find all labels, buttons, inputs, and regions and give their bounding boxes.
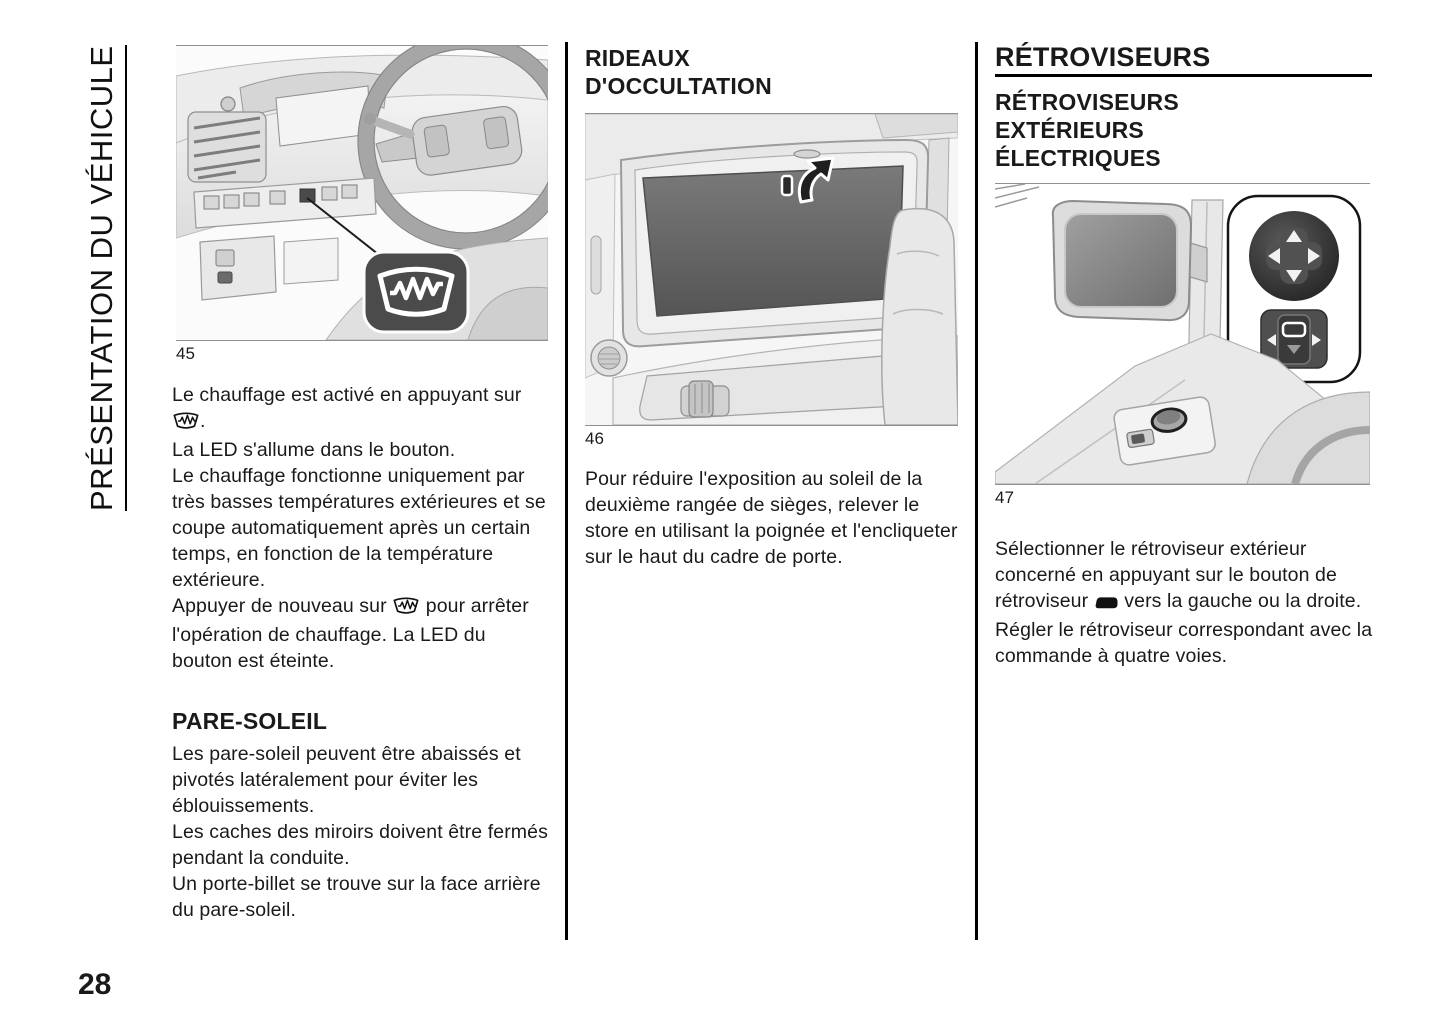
sun-visor-p3: Un porte-billet se trouve sur la face ar… <box>172 873 541 921</box>
figure-45-image <box>176 45 548 341</box>
figure-46-image <box>585 113 958 426</box>
heating-p4-text-pre: Appuyer de nouveau sur <box>172 595 387 617</box>
sun-visor-p1: Les pare-soleil peuvent être abaissés et… <box>172 743 521 817</box>
figure-46: 46 <box>585 113 958 449</box>
curtains-p1: Pour réduire l'exposition au soleil de l… <box>585 468 958 568</box>
figure-47: 47 <box>995 183 1370 508</box>
mirrors-paragraphs: Sélectionner le rétroviseur extérieur co… <box>995 536 1387 669</box>
mirrors-p1: Sélectionner le rétroviseur extérieur co… <box>995 536 1387 617</box>
exterior-mirrors-subheading: RÉTROVISEURS EXTÉRIEURS ÉLECTRIQUES <box>995 89 1179 171</box>
heating-paragraphs: Le chauffage est activé en appuyant sur … <box>172 382 550 674</box>
figure-47-label: 47 <box>995 488 1014 507</box>
heating-p4-text-post: pour arrêter l'opération de chauffage. L… <box>172 595 529 672</box>
mirrors-p2: Régler le rétroviseur correspondant avec… <box>995 619 1373 667</box>
mirror-select-icon <box>1094 591 1119 617</box>
heated-windscreen-icon <box>392 596 420 622</box>
heating-p1: Le chauffage est activé en appuyant sur … <box>172 382 550 437</box>
blackout-curtains-heading: RIDEAUX D'OCCULTATION <box>585 45 772 99</box>
column-divider-1 <box>565 42 568 940</box>
window-shade-illustration <box>585 114 958 425</box>
page-number: 28 <box>78 968 112 1001</box>
mirrors-p1-text-post: vers la gauche ou la droite. <box>1124 590 1362 612</box>
heated-windscreen-icon <box>172 411 200 437</box>
figure-47-image <box>995 183 1370 485</box>
figure-45-label: 45 <box>176 344 195 363</box>
dashboard-illustration <box>176 46 548 340</box>
mirror-control-illustration <box>995 184 1370 484</box>
heating-p4: Appuyer de nouveau sur pour arrêter l'op… <box>172 593 550 674</box>
mirrors-p1-text-pre: Sélectionner le rétroviseur extérieur co… <box>995 538 1337 612</box>
heating-p2: La LED s'allume dans le bouton. <box>172 439 456 461</box>
curtains-paragraph: Pour réduire l'exposition au soleil de l… <box>585 466 965 570</box>
heating-p1-period: . <box>200 410 206 432</box>
column-divider-2 <box>975 42 978 940</box>
sun-visor-p2: Les caches des miroirs doivent être ferm… <box>172 821 548 869</box>
mirrors-heading-rule <box>995 74 1372 77</box>
figure-45: 45 <box>176 45 548 364</box>
sun-visor-heading: PARE-SOLEIL <box>172 708 328 734</box>
chapter-title-vertical: PRÉSENTATION DU VÉHICULE <box>84 45 127 511</box>
heating-p1-text: Le chauffage est activé en appuyant sur <box>172 384 522 406</box>
sun-visor-paragraphs: Les pare-soleil peuvent être abaissés et… <box>172 741 550 923</box>
heating-p3: Le chauffage fonctionne uniquement par t… <box>172 465 546 591</box>
figure-46-label: 46 <box>585 429 604 448</box>
mirrors-heading: RÉTROVISEURS <box>995 42 1211 72</box>
